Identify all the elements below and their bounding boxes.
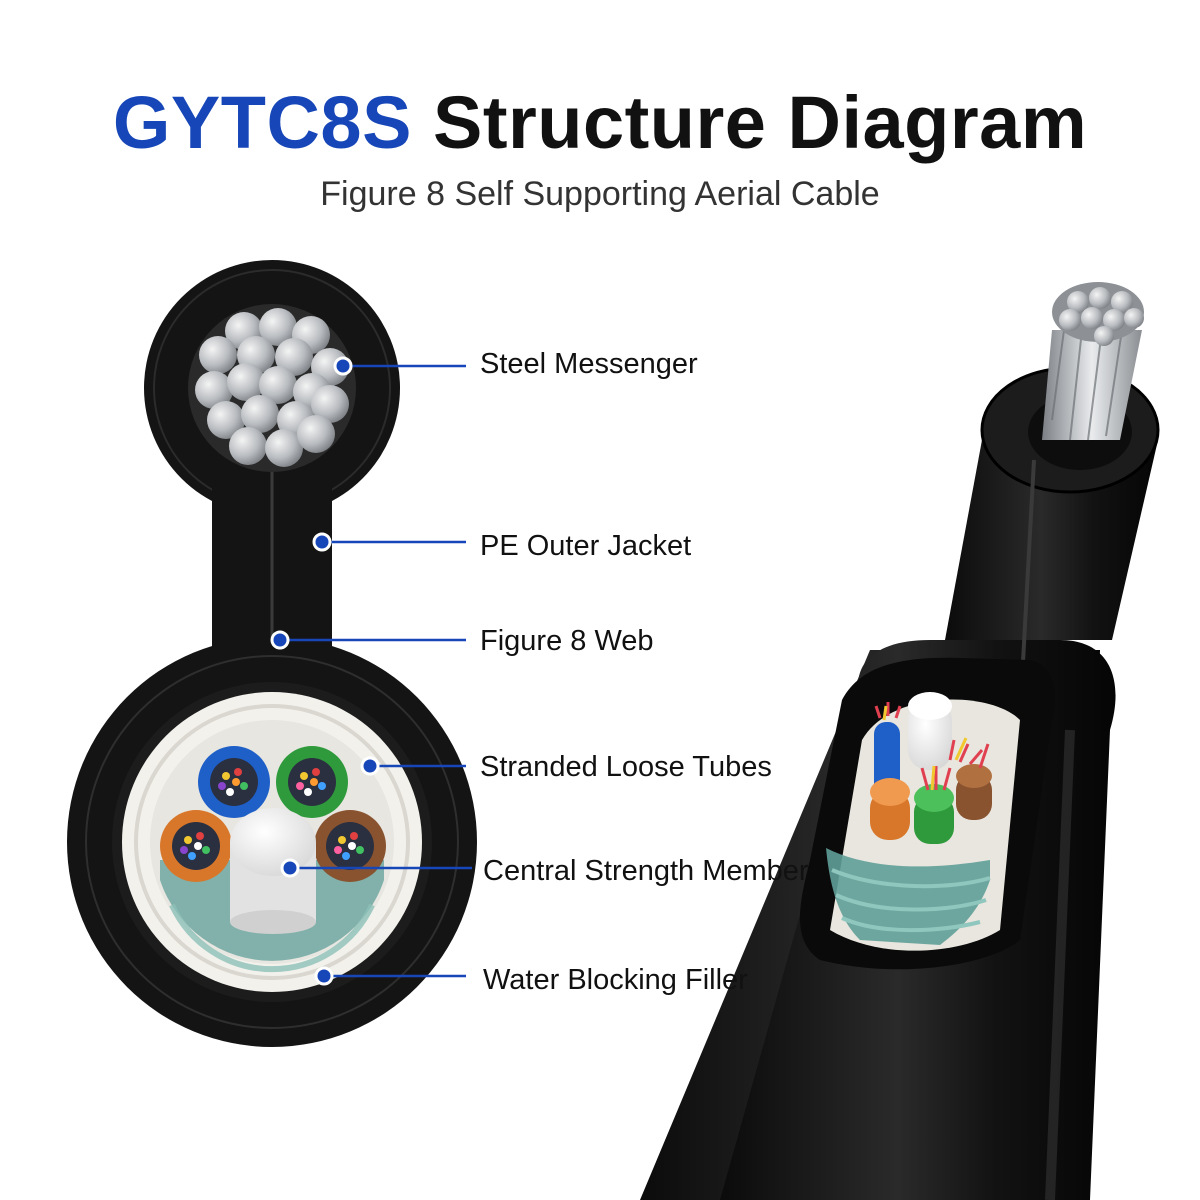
cable-3d-view	[640, 282, 1160, 1200]
cutaway-tubes	[870, 692, 992, 844]
filler-wrap	[826, 848, 990, 945]
label-central-strength-member: Central Strength Member	[483, 855, 809, 887]
page-title: GYTC8S Structure Diagram	[0, 78, 1200, 168]
cross-section	[67, 260, 477, 1047]
messenger-part	[945, 440, 1158, 640]
label-water-blocking-filler: Water Blocking Filler	[483, 964, 748, 996]
loose-tube-brown	[314, 810, 386, 882]
steel-strand	[1042, 282, 1144, 441]
title-model: GYTC8S	[112, 81, 412, 164]
label-stranded-loose-tubes: Stranded Loose Tubes	[480, 751, 772, 783]
loose-tube-blue	[198, 746, 270, 818]
steel-messenger-wires	[195, 308, 349, 467]
title-text: Structure Diagram	[433, 81, 1088, 164]
leader-lines	[270, 356, 472, 986]
label-steel-messenger: Steel Messenger	[480, 348, 698, 380]
page-subtitle: Figure 8 Self Supporting Aerial Cable	[320, 175, 880, 213]
central-strength-member-shape	[230, 808, 316, 934]
label-pe-outer-jacket: PE Outer Jacket	[480, 530, 692, 562]
label-figure8-web: Figure 8 Web	[480, 625, 654, 657]
loose-tube-orange	[160, 810, 232, 882]
loose-tube-green	[276, 746, 348, 818]
